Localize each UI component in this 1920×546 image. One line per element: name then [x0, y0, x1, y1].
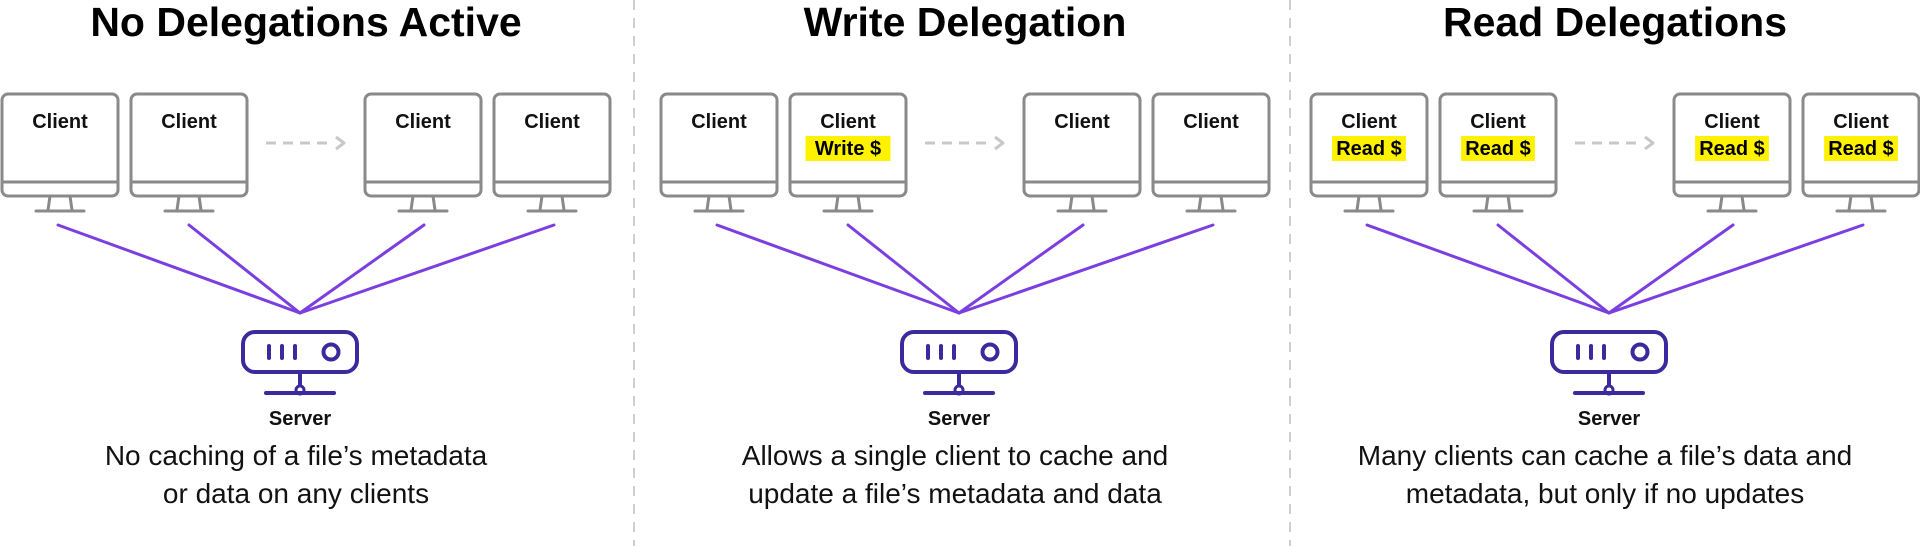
connection-line [715, 223, 961, 315]
server-rack-icon [900, 330, 1018, 396]
client-label: Client [1470, 111, 1526, 133]
panel-title: Read Delegations [1443, 0, 1787, 45]
connection-line [298, 223, 556, 315]
desktop-monitor-icon [0, 92, 120, 213]
desktop-monitor-icon [129, 92, 249, 213]
desktop-monitor-icon [363, 92, 483, 213]
desktop-monitor-icon [1022, 92, 1142, 213]
panel-caption: Allows a single client to cache and [742, 440, 1168, 471]
dashed-arrow-icon [1575, 135, 1655, 151]
server-rack-icon [1550, 330, 1668, 396]
panel-caption: Many clients can cache a file’s data and [1358, 440, 1852, 471]
server-label: Server [269, 408, 331, 430]
client-label: Client [524, 111, 580, 133]
desktop-monitor-icon [659, 92, 779, 213]
client-label: Client [32, 111, 88, 133]
cache-highlight [1332, 136, 1406, 161]
client-monitor: Client [1022, 92, 1142, 213]
client-label: Client [395, 111, 451, 133]
cache-tag: Read $ [1699, 138, 1765, 160]
connection-lines [56, 223, 556, 315]
cache-tag: Read $ [1465, 138, 1531, 160]
desktop-monitor-icon [1151, 92, 1271, 213]
connection-line [1607, 223, 1735, 315]
cache-highlight [1824, 136, 1898, 161]
cache-highlight [1461, 136, 1535, 161]
connection-lines [1365, 223, 1865, 315]
dashed-arrow-icon [925, 135, 1005, 151]
client-label: Client [1183, 111, 1239, 133]
server-label: Server [928, 408, 990, 430]
client-label: Client [1704, 111, 1760, 133]
panel-title: No Delegations Active [90, 0, 521, 45]
dashed-arrow-icon [266, 135, 346, 151]
client-label: Client [161, 111, 217, 133]
client-label: Client [691, 111, 747, 133]
panel-caption: update a file’s metadata and data [748, 478, 1162, 509]
panel-title: Write Delegation [804, 0, 1127, 45]
desktop-monitor-icon [492, 92, 612, 213]
client-label: Client [1054, 111, 1110, 133]
client-label: Client [1341, 111, 1397, 133]
cache-highlight [805, 136, 891, 161]
connection-line [957, 223, 1215, 315]
connection-line [846, 223, 961, 315]
panel-caption: metadata, but only if no updates [1406, 478, 1805, 509]
panel-dividers [633, 0, 1291, 546]
client-monitor: Client [1151, 92, 1271, 213]
cache-tag: Read $ [1828, 138, 1894, 160]
client-label: Client [820, 111, 876, 133]
client-monitor: Client [363, 92, 483, 213]
client-monitor: Client [492, 92, 612, 213]
cache-tag: Read $ [1336, 138, 1402, 160]
client-label: Client [1833, 111, 1889, 133]
server-label: Server [1578, 408, 1640, 430]
connection-line [1496, 223, 1611, 315]
panel-caption: No caching of a file’s metadata [105, 440, 488, 471]
connection-lines [715, 223, 1215, 315]
connection-line [187, 223, 302, 315]
client-monitor: Client [659, 92, 779, 213]
cache-tag: Write $ [815, 138, 881, 160]
client-monitor: Client [129, 92, 249, 213]
cache-highlight [1695, 136, 1769, 161]
panel-caption: or data on any clients [163, 478, 429, 509]
connection-line [1607, 223, 1865, 315]
connection-line [56, 223, 302, 315]
client-monitor: Client [0, 92, 120, 213]
connection-line [957, 223, 1085, 315]
connection-line [1365, 223, 1611, 315]
connection-line [298, 223, 426, 315]
server-rack-icon [241, 330, 359, 396]
